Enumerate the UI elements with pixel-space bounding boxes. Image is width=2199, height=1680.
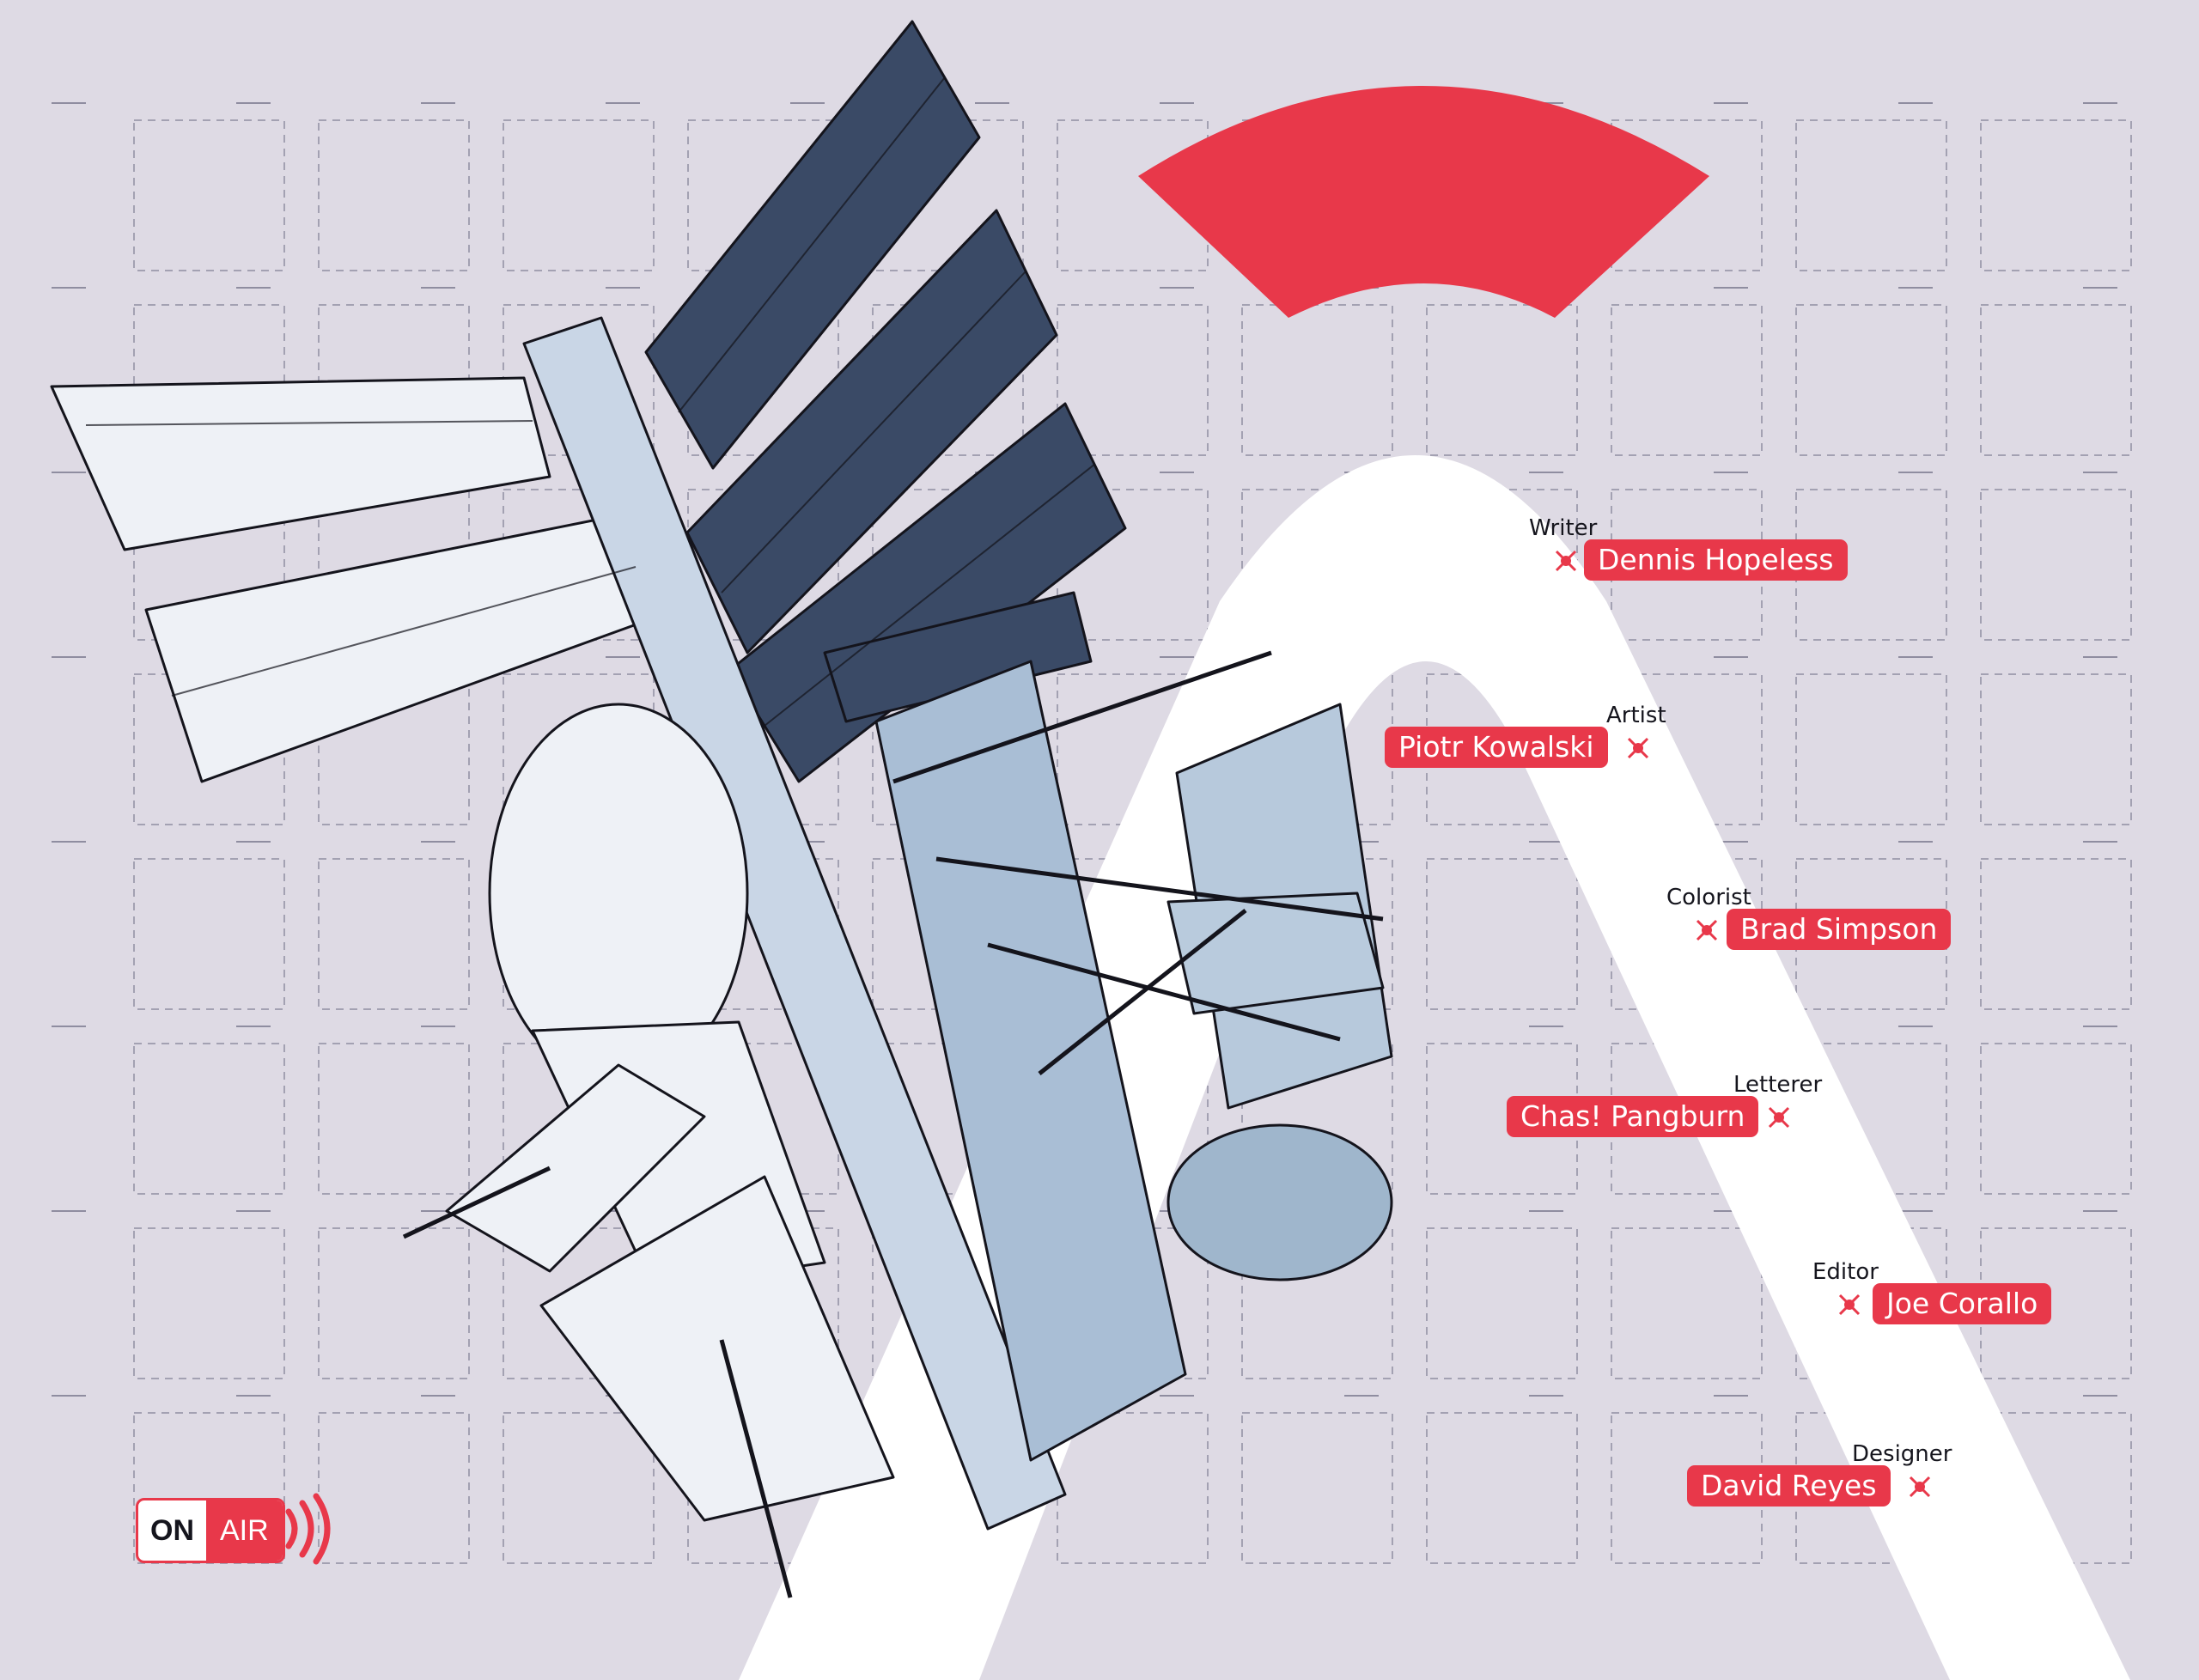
- editor-marker-icon: [1838, 1293, 1861, 1316]
- designer-marker-icon: [1909, 1476, 1931, 1498]
- writer-role: Writer: [1529, 515, 1598, 541]
- writer-marker-icon: [1555, 550, 1577, 572]
- editor-role: Editor: [1812, 1259, 1879, 1285]
- writer-name: Dennis Hopeless: [1584, 539, 1848, 581]
- air-label: AIR: [206, 1500, 283, 1561]
- editor-name: Joe Corallo: [1873, 1283, 2052, 1324]
- artist-name: Piotr Kowalski: [1385, 727, 1608, 768]
- colorist-marker-icon: [1696, 919, 1718, 941]
- broadcast-waves-icon: [285, 1493, 331, 1565]
- artist-role: Artist: [1606, 703, 1666, 728]
- artist-marker-icon: [1627, 737, 1649, 759]
- letterer-name: Chas! Pangburn: [1507, 1096, 1759, 1137]
- designer-role: Designer: [1852, 1441, 1952, 1467]
- colorist-role: Colorist: [1666, 885, 1751, 910]
- on-air-badge: ON AIR: [136, 1498, 285, 1563]
- colorist-name: Brad Simpson: [1727, 909, 1952, 950]
- letterer-marker-icon: [1768, 1106, 1790, 1129]
- designer-name: David Reyes: [1687, 1465, 1891, 1507]
- letterer-role: Letterer: [1733, 1072, 1823, 1098]
- on-label: ON: [150, 1513, 194, 1547]
